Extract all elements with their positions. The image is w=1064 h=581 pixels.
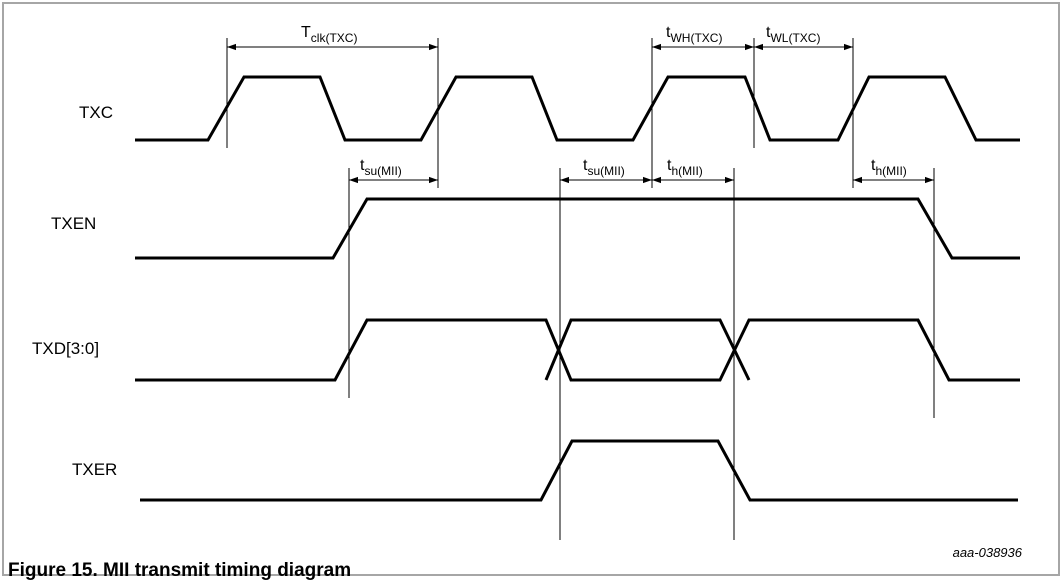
- txd-waveform: [135, 318, 1020, 382]
- param-label-tsu: tsu(MII): [360, 157, 402, 178]
- txen-waveform: [135, 197, 1020, 260]
- param-label-tclk: Tclk(TXC): [301, 24, 357, 45]
- txer-waveform: [140, 439, 1018, 502]
- signal-label-txen: TXEN: [51, 214, 96, 233]
- txc-waveform: [135, 75, 1020, 142]
- signal-label-txc: TXC: [79, 103, 113, 122]
- param-label-twl: tWL(TXC): [766, 24, 820, 45]
- param-label-th: th(MII): [667, 157, 703, 178]
- figure-caption: Figure 15. MII transmit timing diagram: [8, 560, 351, 581]
- signal-label-txer: TXER: [72, 460, 117, 479]
- param-label-twh: tWH(TXC): [666, 24, 722, 45]
- signal-label-txd: TXD[3:0]: [32, 339, 99, 358]
- param-label-th: th(MII): [871, 157, 907, 178]
- param-label-tsu: tsu(MII): [583, 157, 625, 178]
- figure-id: aaa-038936: [953, 545, 1023, 560]
